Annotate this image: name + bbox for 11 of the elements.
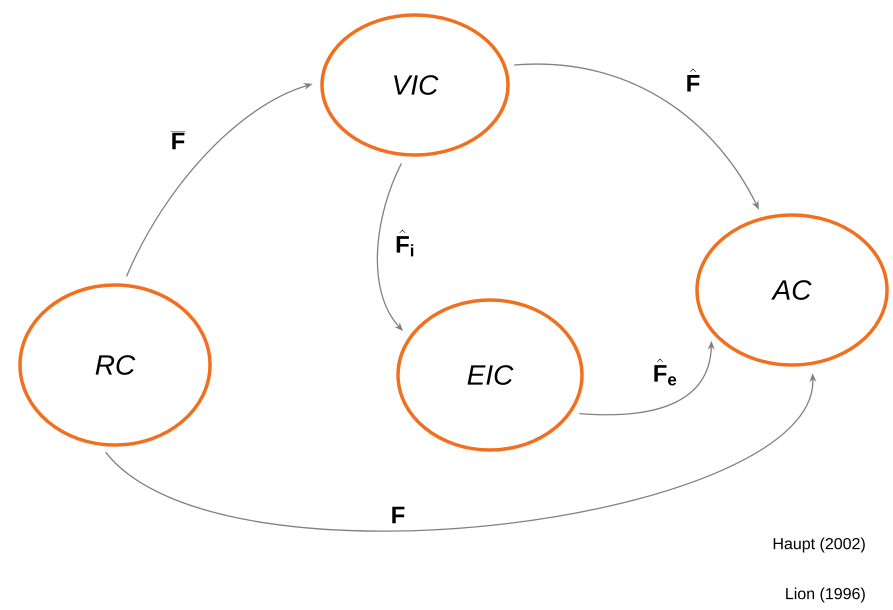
ellipse-node: VIC (320, 13, 510, 157)
edge-label: $\hat{\mathbf{F}}$ (684, 67, 702, 93)
citation-text: Lion (1996) (786, 588, 865, 602)
ellipse-node: EIC (396, 298, 584, 452)
citation-text: Haupt (2002) (774, 538, 865, 552)
ellipse-node: RC (18, 283, 212, 447)
edge-label: $\overline{\mathbf{F}}$ (170, 130, 186, 150)
edge-label: $\mathbf{F}$ (390, 506, 406, 524)
edge-label: $\hat{\mathbf{F}}_{\mathbf{e}}$ (652, 358, 678, 386)
edge-label: $\hat{\mathbf{F}}_{\mathbf{i}}$ (394, 228, 416, 258)
ellipse-node: AC (695, 213, 889, 367)
